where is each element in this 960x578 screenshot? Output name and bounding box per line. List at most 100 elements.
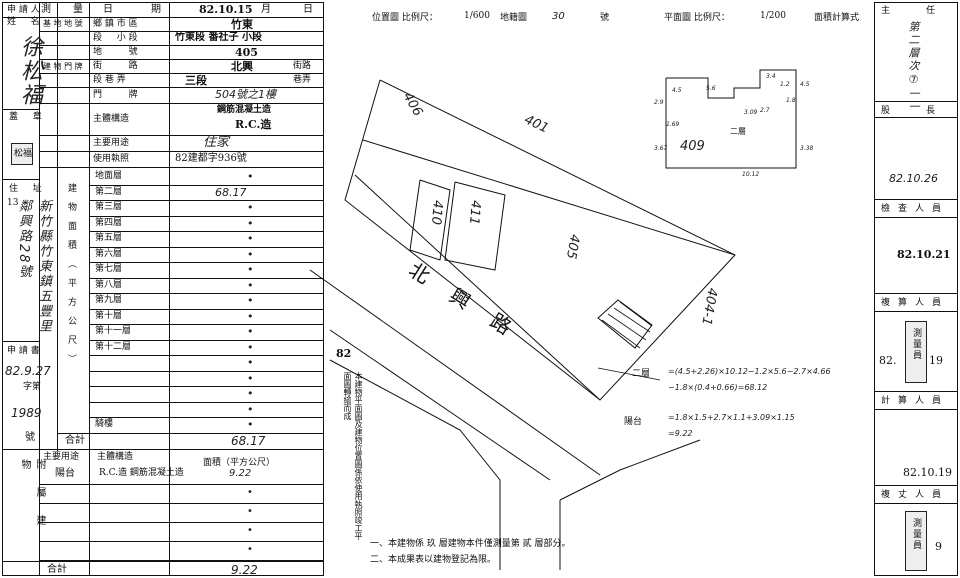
door-value: 504號之1樓 [215,88,276,101]
use-value: 住家 [203,135,230,150]
attached-row-line [39,484,323,485]
plan-scale: 1/200 [760,11,786,21]
floor-value: 68.17 [215,185,247,199]
plan-dimension: 1.8 [786,97,796,104]
plan-dimension: 2.9 [654,99,664,106]
head-6-date: 9 [935,540,942,553]
plan-dimension: 3.67 [654,145,668,152]
head-2-date: 82.10.26 [889,172,938,185]
permit-label: 使用執照 [93,154,130,164]
street-value: 北興 [231,60,253,73]
head-5: 計算人員 [881,396,950,406]
review-stamp: 測量員 [905,321,927,383]
application-label: 申 請 書 [7,346,40,356]
floor-value: • [247,263,254,276]
head-5-date: 82.10.19 [903,466,952,479]
calc-line-1: =(4.5+2.26)×10.12−1.2×5.6−2.7×4.66 [668,367,831,376]
floor-value: • [247,201,254,214]
plan-dimension: 5.6 [706,85,716,92]
head-1-hand: 第二層次⑦一一 [907,21,920,114]
plan-dimension: 3.38 [800,145,814,152]
section-value: 竹東段 番社子 小段 [175,32,262,43]
floor-name: 第九層 [95,295,123,305]
attached-row-line [39,541,323,542]
floor-value: • [247,371,254,385]
floor-row-line [89,308,323,310]
floor-row-line [89,370,323,372]
balcony-calc-1: =1.8×1.5+2.7×1.1+3.09×1.15 [668,413,795,422]
floor-name: 第十二層 [95,341,132,352]
attached-total-value: 9.22 [231,563,258,577]
head-4: 複算人員 [881,298,950,308]
room-label: 二層 [730,127,746,136]
floor-row-line [89,231,323,232]
address-label: 住 址 [9,184,42,194]
attached-row-line [39,560,323,561]
attached-use: 陽台 [55,468,75,479]
note-2: 二、本成果表以建物登記為限。 [370,555,497,565]
permit-value: 82建都字936號 [175,153,247,164]
attached-area: • [247,506,253,517]
applicant-name: 徐松福 [17,35,42,107]
floor-name: 第七層 [95,264,123,274]
floor-value: • [247,402,254,416]
floor-value: • [247,418,254,431]
floor-row-line [89,200,323,201]
floor-row-line [89,355,323,356]
plan-dimension: 3.09 [744,109,758,116]
application-no-word: 字第 [23,382,42,392]
plan-calc: 面積計算式 [814,13,860,23]
attached-row-line [39,522,323,523]
floor-name: 第四層 [95,217,123,228]
floor-row-line [89,246,323,248]
attached-total-label: 合計 [47,564,67,575]
permit-note: 本建物平面圖及建物位置圖係依使用執照竣工平面圖轉繪而成 [343,372,363,540]
floor-value: • [247,340,254,354]
floor-name: 第十一層 [95,326,132,336]
structure-label: 主體構造 [93,114,130,124]
floor-row-line [89,215,323,217]
floor-name: 第六層 [95,248,123,259]
sheet-label: 地籍圖 [500,13,528,23]
floor-value: • [247,387,254,400]
floor-row-line [89,386,323,387]
address-value: 新竹縣竹東鎮五豐里鄰興路28號 [16,199,51,334]
plan-dimension: 1.2 [780,81,790,88]
floor-value: • [247,232,254,245]
floor-row-line [89,293,323,294]
application-no: 1989 [11,406,42,420]
attached-structure: R.C.造 鋼筋混凝土造 [99,468,184,478]
lane-value: 三段 [185,74,207,87]
use-label: 主要用途 [93,138,130,148]
floor-row-line [89,401,323,403]
seal-label: 蓋 章 [9,112,42,122]
floor-row-line [89,324,323,325]
plan-dimension: 4.5 [800,81,810,88]
attached-header-structure: 主體構造 [97,452,134,462]
head-3-date: 82.10.21 [897,248,951,261]
applicant-label: 申 請 人 [7,5,40,15]
attached-area: • [247,544,253,555]
calc-line-2: −1.8×(0.4+0.66)=68.12 [668,383,768,392]
total-value: 68.17 [231,434,266,448]
floor-row-line [89,339,323,341]
location-label: 位置圖 比例尺： [372,13,438,23]
floor-value: • [247,278,254,292]
floor-row-line [89,262,323,263]
floor-value: • [247,309,254,323]
head-2: 股長 [881,106,935,116]
total-label: 合計 [65,435,85,446]
location-scale: 1/600 [464,11,490,21]
balcony-label: 陽台 [624,417,643,427]
head-3: 檢查人員 [881,204,950,214]
plan-dimension: 2.7 [760,107,770,114]
floor-name: 騎樓 [95,419,114,429]
attached-area: 9.22 [229,468,252,479]
building-area-label: 建物面積（平方公尺） [66,183,76,373]
plan-dimension: 4.5 [672,87,682,94]
note-1: 一、本建物係 玖 層建物本件僅測量第 貳 層部分。 [370,539,571,549]
balcony-calc-2: =9.22 [668,429,693,438]
floor-name: 第八層 [95,279,123,290]
floor-value: • [247,170,254,183]
